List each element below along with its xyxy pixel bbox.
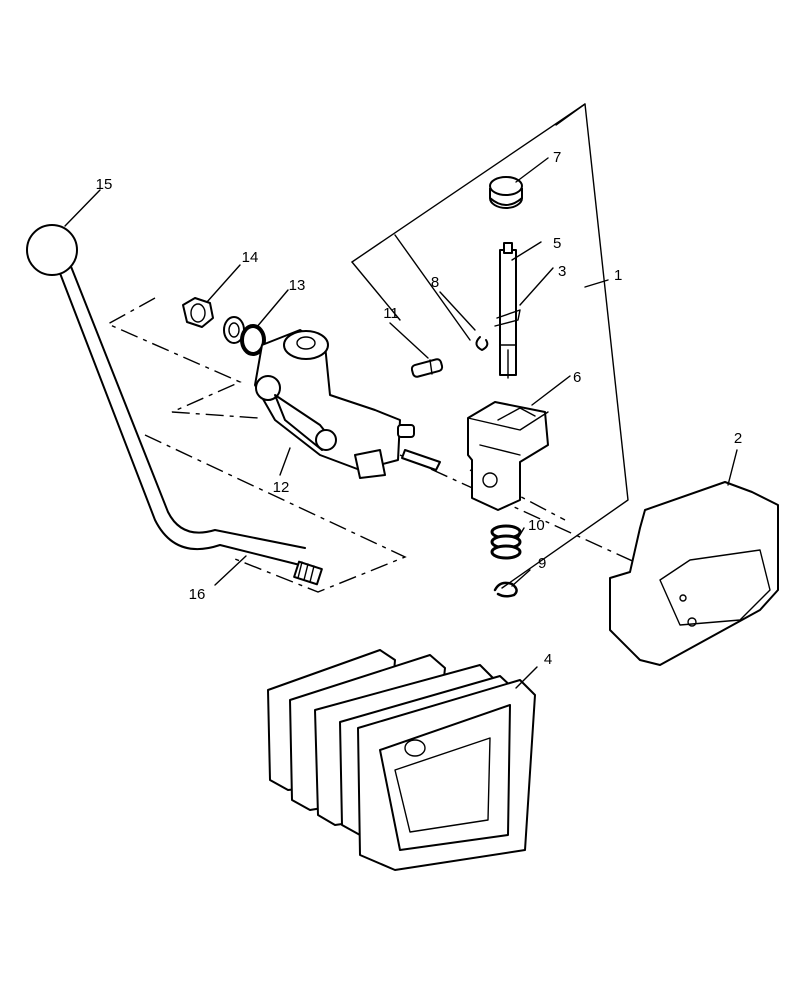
callout-13: 13 xyxy=(289,277,306,294)
spring-part xyxy=(490,524,522,560)
callout-16: 16 xyxy=(189,586,206,603)
shaft-part xyxy=(494,242,521,379)
callout-2: 2 xyxy=(734,430,742,447)
callout-15: 15 xyxy=(96,176,113,193)
callout-14: 14 xyxy=(242,249,259,266)
shift-housing xyxy=(254,329,441,479)
callout-6: 6 xyxy=(573,369,581,386)
cap-part xyxy=(489,176,523,209)
callout-7: 7 xyxy=(553,149,561,166)
leader-lines xyxy=(64,157,738,689)
callout-10: 10 xyxy=(528,517,545,534)
callout-3: 3 xyxy=(558,263,566,280)
rubber-boot xyxy=(267,649,536,871)
callout-1: 1 xyxy=(614,267,622,284)
cover-plate xyxy=(609,481,779,666)
clip-part xyxy=(475,336,489,351)
washer-parts xyxy=(223,316,266,356)
group-1-bracket xyxy=(351,103,629,589)
snap-ring-part xyxy=(493,581,518,598)
threaded-end xyxy=(293,560,323,586)
callout-12: 12 xyxy=(273,479,290,496)
shift-bracket xyxy=(467,401,549,511)
callout-4: 4 xyxy=(544,651,552,668)
lever-knob xyxy=(26,224,78,276)
nut-part xyxy=(182,297,214,328)
callout-11: 11 xyxy=(383,305,399,322)
callout-9: 9 xyxy=(538,555,546,572)
shift-lever xyxy=(26,224,323,586)
pin-part xyxy=(410,358,444,378)
callout-5: 5 xyxy=(553,235,561,252)
callout-labels: 1 2 3 4 5 6 7 8 9 10 11 12 13 14 15 16 xyxy=(96,149,743,668)
callout-8: 8 xyxy=(431,274,439,291)
